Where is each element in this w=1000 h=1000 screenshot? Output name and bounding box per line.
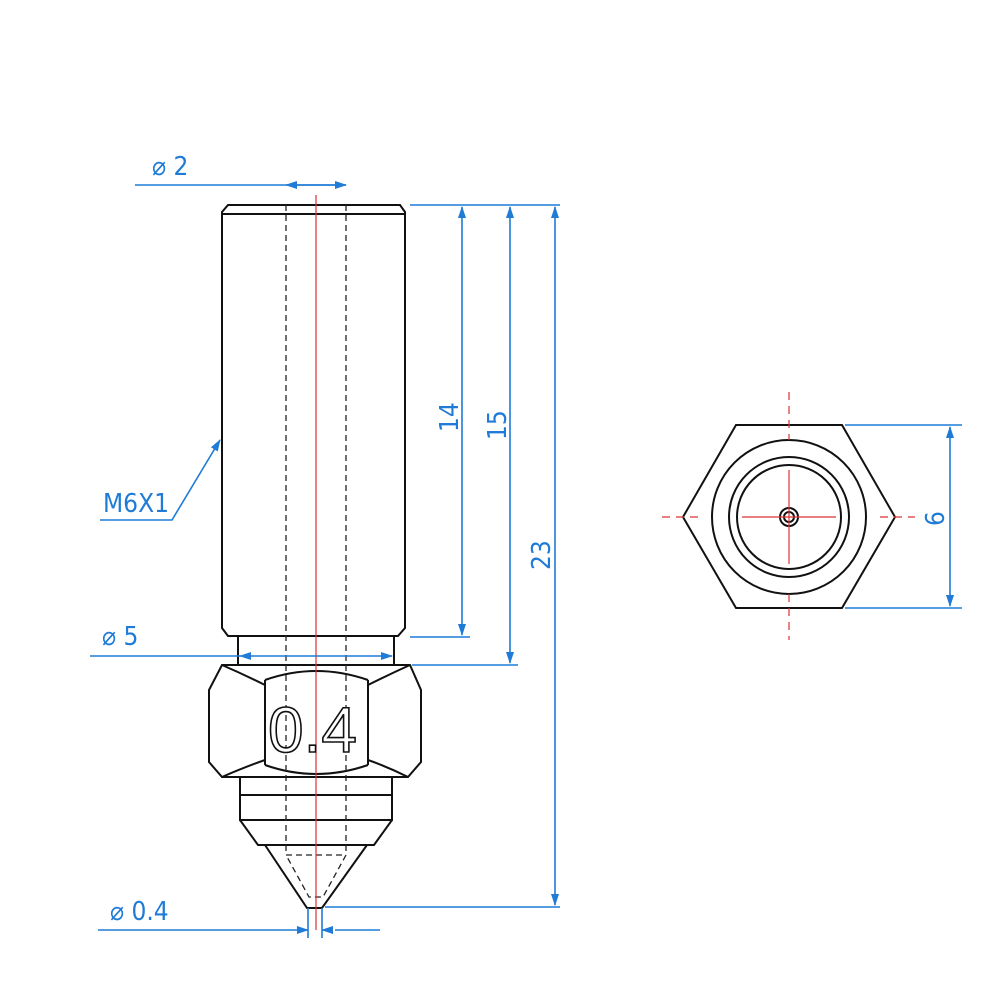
dim-total-length: 23 [527,540,557,570]
threaded-shaft [221,204,406,637]
dim-tip-diameter: ⌀ 0.4 [110,897,169,927]
dim-shaft-length: 15 [483,410,513,440]
end-view [662,392,915,640]
side-view: 0.4 [208,195,422,930]
dim-hex-size: 6 [921,511,951,526]
collar [237,636,395,665]
thread-label: M6X1 [103,489,169,519]
dimensions: ⌀ 2 14 15 23 ⌀ 5 ⌀ 0.4 M6X1 6 [90,152,962,938]
bore-hidden-lines [284,205,348,898]
nozzle-tip [264,844,368,909]
inner-circle [736,464,842,570]
middle-circle [728,456,850,578]
dim-thread-length: 14 [435,402,465,432]
engraving-text: 0.4 [268,694,357,766]
dim-collar-diameter: ⌀ 5 [102,622,138,652]
dim-bore-diameter: ⌀ 2 [152,152,188,182]
